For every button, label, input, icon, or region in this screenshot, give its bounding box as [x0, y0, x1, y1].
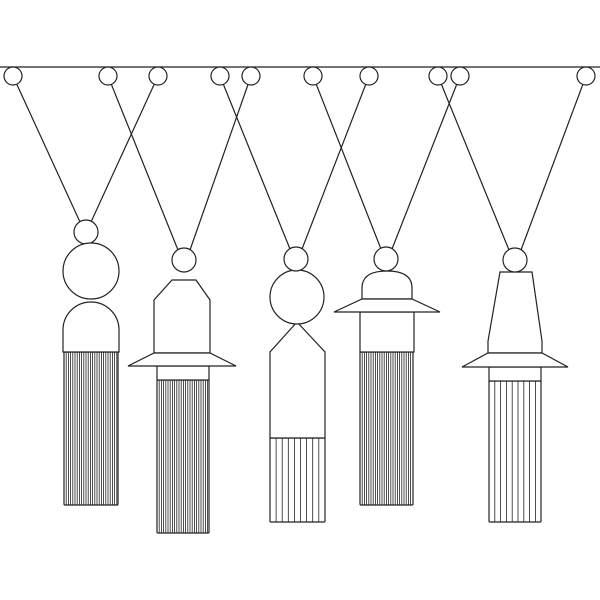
bead — [359, 66, 379, 86]
tassel-brim — [461, 352, 569, 368]
suspension-cords — [12, 75, 587, 251]
tassel-hat-crown — [361, 270, 413, 300]
tassel-1 — [62, 219, 120, 506]
cord — [391, 75, 461, 250]
tassel-top-bead — [373, 246, 399, 272]
tassel-top-bead — [171, 247, 197, 273]
tassel-3 — [269, 246, 326, 523]
tassel-5 — [461, 247, 569, 523]
bead — [210, 66, 230, 86]
cord — [301, 75, 370, 250]
cord — [189, 75, 252, 251]
tassel-fringe — [269, 437, 326, 523]
cord — [437, 75, 510, 251]
tassel-skirt — [488, 366, 542, 382]
tassel-fringe — [359, 351, 414, 506]
tassel-top-bead — [73, 219, 99, 245]
top-beads — [3, 66, 596, 86]
cord — [312, 75, 382, 250]
tassel-brim — [127, 352, 237, 367]
fringe-outline — [488, 380, 542, 523]
tassel-2 — [127, 247, 237, 534]
bead — [450, 66, 470, 86]
bead — [576, 66, 596, 86]
cord — [107, 75, 179, 251]
bead — [3, 66, 23, 86]
tassel-ball — [269, 269, 325, 325]
cord — [12, 75, 81, 223]
tassel-hat-brim — [333, 298, 441, 313]
tassel-top-bead — [502, 247, 528, 273]
bead — [428, 66, 448, 86]
tassel-collar — [359, 311, 415, 353]
tassel-dome — [62, 301, 120, 353]
tassel-top-bead — [283, 246, 309, 272]
tassel-4 — [333, 246, 441, 506]
tassel-fringe — [488, 380, 542, 523]
tassel-cone — [153, 279, 211, 354]
fringe-outline — [269, 437, 326, 523]
bead — [148, 66, 168, 86]
cord — [520, 75, 587, 251]
tassel-skirt — [156, 365, 210, 381]
tassel-fringe — [156, 379, 210, 534]
tassel-fringe — [63, 351, 119, 506]
tassel-trapezoid — [487, 271, 543, 354]
cord — [90, 75, 159, 223]
bead — [98, 66, 118, 86]
tassel-ball — [62, 242, 120, 300]
bead — [303, 66, 323, 86]
tassel-body — [269, 321, 326, 439]
bead — [241, 66, 261, 86]
cord — [219, 75, 291, 250]
